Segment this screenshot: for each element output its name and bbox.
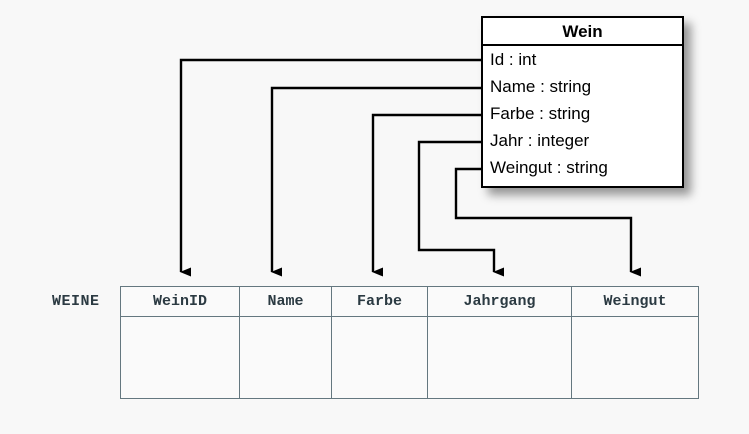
relational-table-name: WEINE [52,293,100,310]
uml-attribute-jahr: Jahr : integer [490,131,590,150]
column-header-jahrgang[interactable]: Jahrgang [427,286,572,317]
cell-weinid[interactable] [120,316,240,399]
column-header-farbe[interactable]: Farbe [331,286,428,317]
column-header-name[interactable]: Name [239,286,332,317]
cell-jahrgang[interactable] [427,316,572,399]
cell-weingut[interactable] [571,316,699,399]
relational-table[interactable]: WeinID Name Farbe Jahrgang Weingut [120,286,699,399]
cell-farbe[interactable] [331,316,428,399]
connector-farbe-to-farbe [371,113,481,277]
uml-attribute-weingut: Weingut : string [490,158,608,177]
uml-class-box[interactable]: Wein Id : int Name : string Farbe : stri… [481,16,684,188]
cell-name[interactable] [239,316,332,399]
table-header-row: WeinID Name Farbe Jahrgang Weingut [120,286,699,317]
uml-class-name: Wein [483,18,682,46]
uml-attribute-name: Name : string [490,77,592,96]
table-row [120,316,699,399]
uml-attribute-id: Id : int [490,50,537,69]
uml-attribute-list: Id : int Name : string Farbe : string Ja… [483,46,682,181]
column-header-weinid[interactable]: WeinID [120,286,240,317]
connector-id-to-weinid [179,58,481,277]
connector-name-to-name [270,86,481,277]
column-header-weingut[interactable]: Weingut [571,286,699,317]
uml-attribute-farbe: Farbe : string [490,104,591,123]
